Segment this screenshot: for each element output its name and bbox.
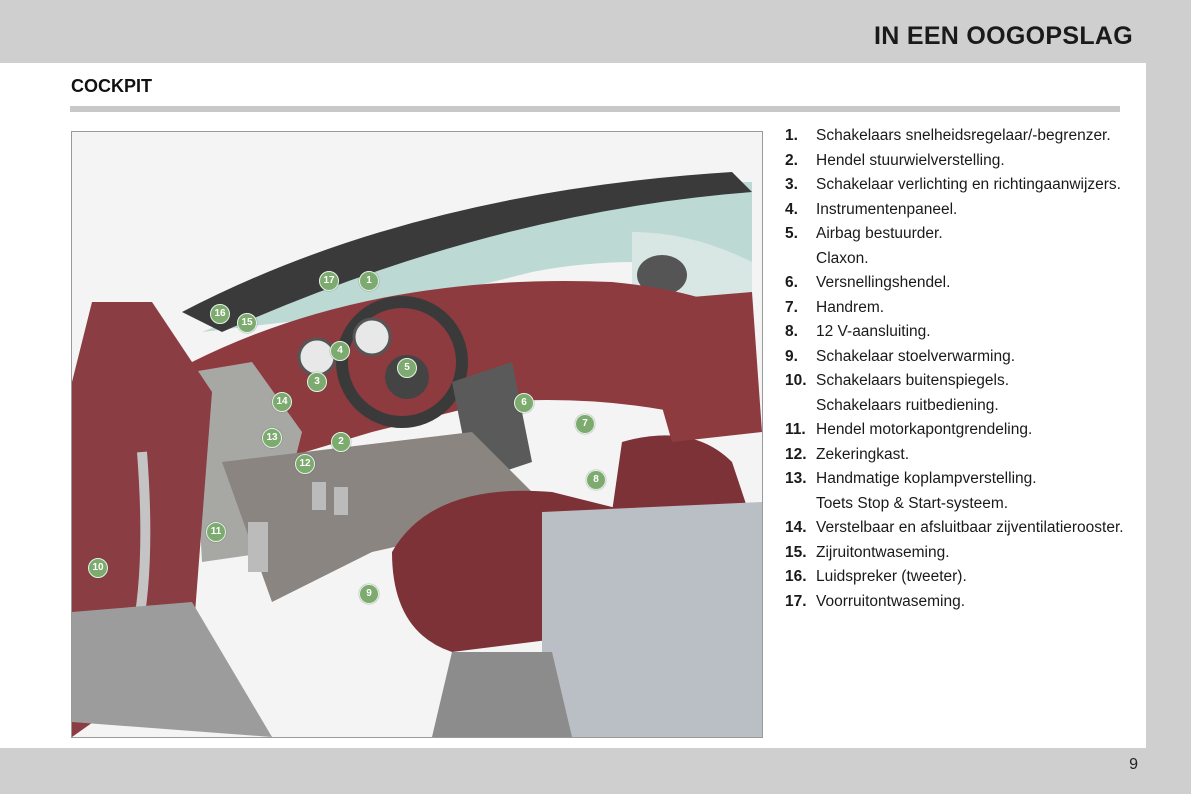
legend-item: 5. Airbag bestuurder. bbox=[785, 226, 1125, 242]
legend-number: 16. bbox=[785, 568, 807, 585]
section-title: COCKPIT bbox=[71, 76, 152, 96]
legend-item: 9. Schakelaar stoelverwarming. bbox=[785, 347, 1125, 365]
callout-17: 17 bbox=[319, 271, 339, 291]
callout-12: 12 bbox=[295, 454, 315, 474]
legend-item: 6. Versnellingshendel. bbox=[785, 275, 1125, 291]
legend-text: Schakelaar stoelverwarming. bbox=[816, 347, 1016, 365]
legend-item: 8. 12 V-aansluiting. bbox=[785, 324, 1125, 340]
legend-item: 12. Zekeringkast. bbox=[785, 445, 1125, 463]
callout-11: 11 bbox=[206, 522, 226, 542]
legend-number: 11. bbox=[785, 421, 806, 438]
callout-10: 10 bbox=[88, 558, 108, 578]
legend-number: 15. bbox=[785, 543, 807, 561]
legend-item: 16. Luidspreker (tweeter). bbox=[785, 569, 1125, 585]
legend-text: Schakelaars snelheidsregelaar/-begrenzer… bbox=[816, 127, 1111, 144]
legend-item: 3. Schakelaar verlichting en richtingaanw… bbox=[785, 177, 1125, 193]
legend-subitem: Claxon. bbox=[816, 249, 869, 267]
legend-text: Luidspreker (tweeter). bbox=[816, 568, 967, 585]
legend-item: 1. Schakelaars snelheidsregelaar/-begrenz… bbox=[785, 128, 1125, 144]
callout-14: 14 bbox=[272, 392, 292, 412]
legend-number: 3. bbox=[785, 176, 798, 193]
legend-text: Versnellingshendel. bbox=[816, 274, 951, 291]
legend-number: 4. bbox=[785, 200, 798, 218]
floor bbox=[222, 432, 552, 602]
callout-7: 7 bbox=[575, 414, 595, 434]
legend-text: Verstelbaar en afsluitbaar zijventilatie… bbox=[816, 519, 1124, 536]
legend-text: 12 V-aansluiting. bbox=[816, 323, 931, 340]
legend-item: 10. Schakelaars buitenspiegels. bbox=[785, 373, 1125, 389]
door-exterior bbox=[542, 502, 762, 737]
legend-text: Instrumentenpaneel. bbox=[816, 200, 958, 218]
callout-9: 9 bbox=[359, 584, 379, 604]
cockpit-drawing bbox=[72, 132, 762, 737]
cockpit-illustration: 1 2 3 4 5 6 7 8 9 10 11 12 13 14 15 16 1… bbox=[71, 131, 763, 738]
legend-text: Handmatige koplampverstelling. bbox=[816, 470, 1037, 487]
legend-item: 17. Voorruitontwaseming. bbox=[785, 592, 1125, 610]
legend-item: 7. Handrem. bbox=[785, 298, 1125, 316]
legend-text: Zijruitontwaseming. bbox=[816, 543, 950, 561]
dashboard bbox=[192, 281, 752, 462]
legend-item: 4. Instrumentenpaneel. bbox=[785, 200, 1125, 218]
legend-number: 12. bbox=[785, 445, 807, 463]
callout-5: 5 bbox=[397, 358, 417, 378]
legend-subitem: Toets Stop & Start-systeem. bbox=[816, 494, 1009, 512]
legend-number: 2. bbox=[785, 151, 798, 169]
legend-item: 11. Hendel motorkapontgrendeling. bbox=[785, 422, 1125, 438]
legend-list: 1. Schakelaars snelheidsregelaar/-begrenz… bbox=[785, 128, 1125, 618]
callout-8: 8 bbox=[586, 470, 606, 490]
legend-text: Hendel stuurwielverstelling. bbox=[816, 151, 1005, 169]
callout-4: 4 bbox=[330, 341, 350, 361]
legend-subitem: Schakelaars ruitbediening. bbox=[816, 396, 999, 414]
legend-text: Hendel motorkapontgrendeling. bbox=[816, 421, 1033, 438]
legend-number: 7. bbox=[785, 298, 798, 316]
legend-number: 14. bbox=[785, 519, 807, 536]
legend-number: 9. bbox=[785, 347, 798, 365]
callout-15: 15 bbox=[237, 313, 257, 333]
legend-number: 8. bbox=[785, 323, 798, 340]
header-title: IN EEN OOGOPSLAG bbox=[874, 22, 1133, 50]
callout-13: 13 bbox=[262, 428, 282, 448]
section-divider bbox=[70, 106, 1120, 112]
callout-6: 6 bbox=[514, 393, 534, 413]
legend-item: 2. Hendel stuurwielverstelling. bbox=[785, 151, 1125, 169]
legend-text: Schakelaars buitenspiegels. bbox=[816, 372, 1010, 389]
legend-item: 15. Zijruitontwaseming. bbox=[785, 543, 1125, 561]
legend-number: 17. bbox=[785, 592, 807, 610]
legend-number: 13. bbox=[785, 470, 807, 487]
legend-item: 14. Verstelbaar en afsluitbaar zijventila… bbox=[785, 520, 1125, 536]
legend-number: 6. bbox=[785, 274, 798, 291]
legend-number: 5. bbox=[785, 225, 798, 242]
legend-text: Handrem. bbox=[816, 298, 885, 316]
callout-3: 3 bbox=[307, 372, 327, 392]
steering-wheel bbox=[336, 296, 468, 428]
legend-item: 13. Handmatige koplampverstelling. bbox=[785, 471, 1125, 487]
callout-1: 1 bbox=[359, 271, 379, 291]
page-number: 9 bbox=[1129, 756, 1138, 773]
legend-number: 1. bbox=[785, 127, 798, 144]
legend-text: Schakelaar verlichting en richtingaanwij… bbox=[816, 176, 1121, 193]
windshield bbox=[202, 182, 752, 332]
legend-text: Voorruitontwaseming. bbox=[816, 592, 966, 610]
callout-2: 2 bbox=[331, 432, 351, 452]
legend-number: 10. bbox=[785, 372, 807, 389]
callout-16: 16 bbox=[210, 304, 230, 324]
legend-text: Airbag bestuurder. bbox=[816, 225, 943, 242]
legend-text: Zekeringkast. bbox=[816, 445, 910, 463]
